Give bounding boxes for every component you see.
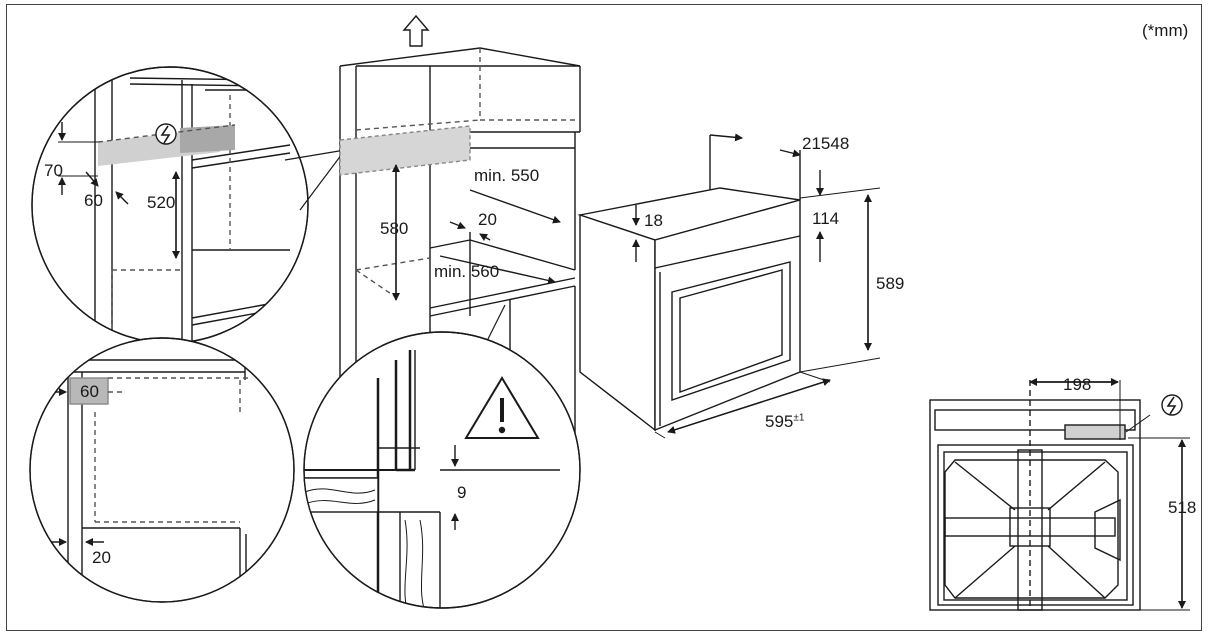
dim-595-value: 595 — [765, 412, 794, 431]
dim-20-mid: 20 — [478, 210, 497, 229]
dim-595-tolerance: ±1 — [793, 412, 805, 424]
detail-circle-top — [31, 66, 347, 344]
dim-20-low: 20 — [92, 548, 111, 567]
dim-18: 18 — [644, 211, 663, 230]
diagram-frame — [6, 4, 1202, 631]
cabinet-drawing — [339, 47, 581, 435]
dim-518: 518 — [1168, 498, 1197, 517]
electric-symbol-icon — [1161, 394, 1183, 416]
dim-114: 114 — [812, 209, 840, 228]
oven-drawing — [577, 133, 881, 439]
warning-triangle-icon — [464, 376, 540, 439]
unit-note: (*mm) — [1142, 21, 1189, 40]
dim-589: 589 — [876, 274, 905, 293]
dim-min-560: min. 560 — [434, 262, 500, 281]
dim-580: 580 — [380, 219, 409, 238]
dim-60-box: 60 — [80, 382, 99, 401]
detail-circle-section — [303, 304, 581, 609]
dim-min-550: min. 550 — [474, 166, 540, 185]
arrow-up-icon — [402, 14, 430, 47]
dim-21548: 21548 — [802, 134, 850, 153]
dim-60-top: 60 — [84, 191, 103, 210]
dim-198: 198 — [1063, 375, 1092, 394]
dim-70: 70 — [44, 161, 63, 180]
detail-circle-bottom — [29, 337, 295, 603]
dim-9: 9 — [457, 483, 467, 502]
electric-symbol-icon — [155, 123, 177, 145]
dim-595: 595±1 — [765, 413, 804, 430]
dim-520: 520 — [147, 193, 176, 212]
top-view-drawing — [929, 378, 1190, 611]
